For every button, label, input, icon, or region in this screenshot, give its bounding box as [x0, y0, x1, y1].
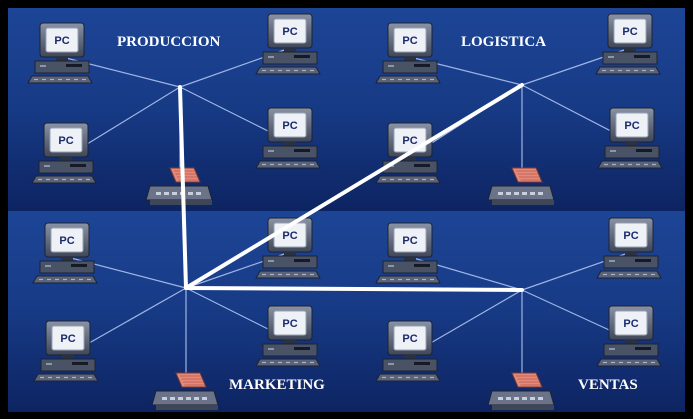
pc-nodes: PC PC PC PC PC PC PC PC PC PC PC PC PC PC PC PC	[27, 13, 663, 382]
quadrant-label-ventas: VENTAS	[578, 377, 638, 393]
pc-label: PC	[282, 120, 297, 132]
pc-marketing-4: PC	[255, 305, 321, 367]
pc-ventas-3: PC	[375, 320, 441, 382]
pc-ventas-2: PC	[596, 217, 662, 279]
printer-ventas	[487, 372, 555, 410]
pc-label: PC	[622, 26, 637, 38]
pc-logistica-4: PC	[597, 107, 663, 169]
pc-marketing-3: PC	[33, 320, 99, 382]
backbone-marketing-ventas	[184, 286, 524, 292]
pc-logistica-1: PC	[375, 22, 441, 84]
pc-label: PC	[282, 230, 297, 242]
pc-label: PC	[60, 333, 75, 345]
pc-label: PC	[54, 35, 69, 47]
backbone-links	[178, 83, 524, 292]
backbone-marketing-logistica	[184, 83, 524, 290]
pc-produccion-4: PC	[255, 107, 321, 169]
pc-produccion-2: PC	[255, 13, 321, 75]
quadrant-label-produccion: PRODUCCION	[117, 34, 220, 50]
pc-label: PC	[282, 318, 297, 330]
pc-label: PC	[59, 235, 74, 247]
pc-label: PC	[58, 135, 73, 147]
pc-ventas-4: PC	[596, 305, 662, 367]
pc-ventas-1: PC	[375, 222, 441, 284]
pc-logistica-2: PC	[595, 13, 661, 75]
pc-produccion-1: PC	[27, 22, 93, 84]
pc-label: PC	[624, 120, 639, 132]
backbone-produccion-marketing	[178, 85, 188, 290]
pc-label: PC	[402, 235, 417, 247]
printer-produccion	[145, 167, 213, 205]
quadrant-label-marketing: MARKETING	[229, 377, 325, 393]
pc-label: PC	[623, 318, 638, 330]
printer-marketing	[151, 372, 219, 410]
pc-label: PC	[402, 135, 417, 147]
pc-label: PC	[623, 230, 638, 242]
printers	[145, 167, 555, 410]
pc-marketing-2: PC	[255, 217, 321, 279]
printer-logistica	[487, 167, 555, 205]
quadrant-label-logistica: LOGISTICA	[461, 34, 546, 50]
pc-label: PC	[282, 26, 297, 38]
pc-label: PC	[402, 35, 417, 47]
pc-label: PC	[402, 333, 417, 345]
pc-produccion-3: PC	[31, 122, 97, 184]
pc-marketing-1: PC	[32, 222, 98, 284]
